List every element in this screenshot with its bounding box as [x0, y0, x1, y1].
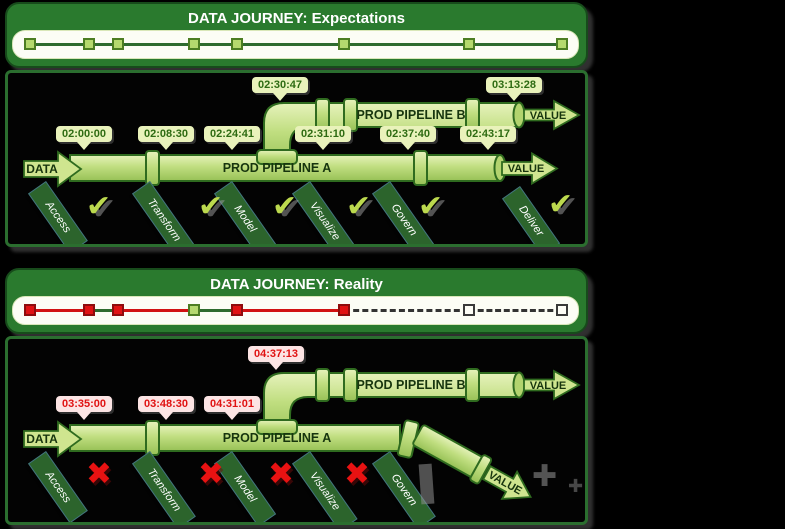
data-label: DATA [26, 162, 58, 176]
timestamp-callout: 02:31:10 [295, 126, 352, 142]
panel-expectations-diagram: VALUE PROD PIPELINE B DATA VALUE PROD PI… [5, 70, 588, 247]
check-icon: ✔ [548, 188, 574, 221]
elbow-collar [256, 419, 298, 435]
pipe-a-coupling [413, 150, 428, 186]
timeline-segment-ok [89, 43, 118, 46]
timestamp-callout: 02:43:17 [460, 126, 517, 142]
debris-cross-icon: ✚ [532, 460, 558, 493]
pipe-a [69, 424, 401, 452]
panel-expectations-header: DATA JOURNEY: Expectations [5, 2, 588, 68]
timeline-node-fail [24, 304, 36, 316]
check-icon: ✔ [198, 190, 224, 223]
broken-pipe-segment: VALUE [412, 424, 533, 500]
pipe-b-coupling [315, 368, 330, 402]
panel-reality-diagram: VALUE PROD PIPELINE B VALUE DATA PROD PI… [5, 336, 588, 525]
panel-reality-title: DATA JOURNEY: Reality [210, 276, 383, 293]
pipe-a-coupling [145, 150, 160, 186]
timeline-segment-ok [89, 309, 118, 312]
timeline-node-fail [338, 304, 350, 316]
timeline-node-done [463, 38, 475, 50]
broken-pipe-flange [469, 454, 493, 485]
timestamp-callout: 03:48:30 [138, 396, 195, 412]
timeline-node-done [188, 38, 200, 50]
timestamp-callout: 04:31:01 [204, 396, 261, 412]
check-icon: ✔ [86, 190, 112, 223]
timeline-segment-bad [237, 309, 344, 312]
timeline-segment-bad [118, 309, 194, 312]
check-icon: ✔ [272, 190, 298, 223]
timeline-segment-bad [30, 309, 89, 312]
pipe-b-coupling [343, 368, 358, 402]
timeline-node-done [24, 38, 36, 50]
value-label-a: VALUE [508, 163, 544, 175]
timestamp-callout: 02:00:00 [56, 126, 113, 142]
value-arrow-broken [481, 464, 533, 500]
debris-cross-icon: ✚ [568, 476, 584, 496]
check-icon: ✔ [346, 190, 372, 223]
pipe-a-label: PROD PIPELINE A [223, 161, 332, 175]
timeline-node-done [83, 38, 95, 50]
value-arrow-b [523, 369, 581, 401]
timeline-segment-ok [118, 43, 194, 46]
timeline-node-pending [556, 304, 568, 316]
timeline-node-done [231, 38, 243, 50]
value-label-b: VALUE [530, 110, 566, 122]
data-arrow [23, 420, 83, 458]
debris-bar [418, 463, 435, 505]
timestamp-callout: 02:24:41 [204, 126, 261, 142]
check-icon: ✔ [418, 190, 444, 223]
timeline-node-done [112, 38, 124, 50]
timeline-node-done [556, 38, 568, 50]
value-label-b: VALUE [530, 380, 566, 392]
pipes-reality: VALUE PROD PIPELINE B VALUE DATA PROD PI… [23, 368, 581, 500]
timeline-node-done [338, 38, 350, 50]
timestamp-callout: 02:08:30 [138, 126, 195, 142]
timeline-segment-ok [30, 43, 89, 46]
failure-x-icon: ✖ [268, 456, 294, 491]
elbow-collar [256, 149, 298, 165]
timeline-segment-ok [194, 309, 237, 312]
pipes-expectations: VALUE PROD PIPELINE B DATA VALUE PROD PI… [23, 98, 581, 188]
timeline-expectations [12, 30, 579, 59]
timeline-segment-ok [237, 43, 344, 46]
timeline-segment-ok [194, 43, 237, 46]
pipe-a-coupling [145, 420, 160, 456]
timeline-node-done [188, 304, 200, 316]
timeline-node-fail [231, 304, 243, 316]
data-label: DATA [26, 432, 58, 446]
value-arrow-a [501, 151, 559, 186]
timeline-node-pending [463, 304, 475, 316]
timeline-node-fail [112, 304, 124, 316]
timestamp-callout: 04:37:13 [248, 346, 305, 362]
data-arrow [23, 150, 83, 188]
timeline-segment-todo [344, 309, 469, 312]
timeline-node-fail [83, 304, 95, 316]
failure-x-icon: ✖ [344, 456, 370, 491]
timestamp-callout: 03:13:28 [486, 77, 543, 93]
pipe-b-coupling [465, 368, 480, 402]
pipe-a-label: PROD PIPELINE A [223, 431, 332, 445]
panel-reality-header: DATA JOURNEY: Reality [5, 268, 588, 334]
pipe-b-end-cap [512, 371, 526, 399]
pipe-b-label: PROD PIPELINE B [356, 108, 465, 122]
timeline-segment-ok [469, 43, 562, 46]
timestamp-callout: 03:35:00 [56, 396, 113, 412]
timeline-segment-ok [344, 43, 469, 46]
timestamp-callout: 02:30:47 [252, 77, 309, 93]
value-arrow-b [523, 99, 581, 131]
pipe-b-end-cap [512, 101, 526, 129]
panel-expectations-title: DATA JOURNEY: Expectations [188, 10, 405, 27]
failure-x-icon: ✖ [86, 456, 112, 491]
timeline-reality [12, 296, 579, 325]
failure-x-icon: ✖ [198, 456, 224, 491]
timestamp-callout: 02:37:40 [380, 126, 437, 142]
pipe-b-label: PROD PIPELINE B [356, 378, 465, 392]
timeline-segment-todo [469, 309, 562, 312]
